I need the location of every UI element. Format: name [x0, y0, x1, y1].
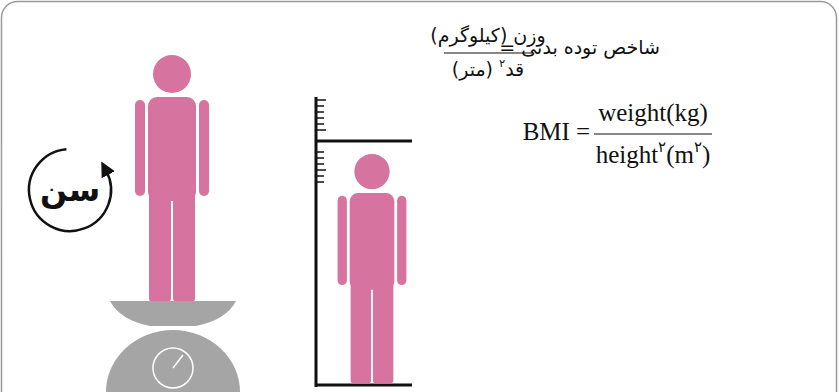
formula-text: ) [702, 141, 710, 168]
formula-text: (متر) [452, 58, 493, 80]
age-cycle: سن [25, 145, 115, 235]
ruler-base [316, 384, 412, 387]
formula-text: BMI [523, 118, 570, 145]
fraction-bar [594, 133, 712, 134]
height-bar [316, 140, 412, 143]
formula-part: قد۲ (متر) [430, 56, 546, 80]
superscript: ۲ [499, 56, 505, 70]
formula-part: شاخص توده بدنی= [532, 36, 660, 58]
formula-text: قد [505, 58, 524, 80]
formula-part: وزن (کیلوگرم) [430, 24, 546, 46]
formula-text: (m [666, 141, 694, 168]
superscript: ۲ [694, 139, 702, 155]
formula-text: weight(kg) [598, 99, 708, 126]
formula-text: = [576, 118, 590, 145]
formula-part: weight(kg) [588, 99, 718, 127]
node-label: سن [25, 145, 115, 235]
formula-part: height۲(m۲) [578, 138, 728, 169]
formula-part: BMI= [490, 118, 590, 146]
superscript: ۲ [658, 139, 666, 155]
person-figure [135, 55, 209, 302]
scale-needle [173, 355, 183, 368]
person-figure [338, 154, 407, 384]
formula-text: height [596, 141, 659, 168]
scale-dial [153, 348, 193, 388]
formula-text: وزن (کیلوگرم) [430, 24, 545, 46]
scale-plate [110, 301, 236, 326]
fraction-bar [444, 52, 532, 53]
scale-base [106, 330, 240, 392]
